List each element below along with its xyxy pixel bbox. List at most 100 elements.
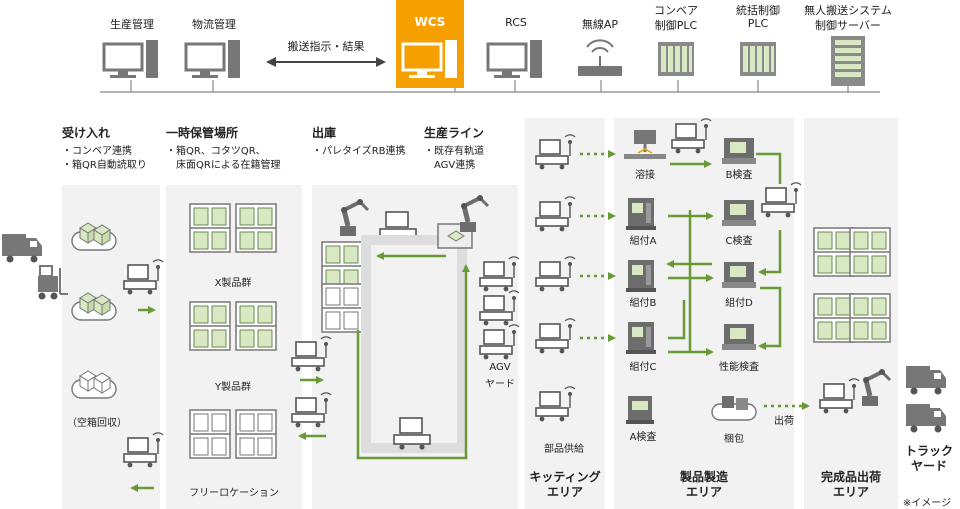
integrated-plc-label-1: 統括制御 [736, 4, 780, 17]
empty-boxes-conveyor [71, 370, 117, 399]
inbound-boxes-conveyor-1 [71, 222, 117, 251]
palletizing-shelf-2 [321, 283, 363, 333]
x-group-shelf-1 [189, 203, 231, 253]
agv-yard-1-icon [479, 256, 520, 293]
palletizing-robot-icon [340, 199, 368, 236]
a-inspection-label: A検査 [629, 432, 657, 443]
free-location-label: フリーロケーション [189, 488, 279, 499]
x-product-group-label: X製品群 [214, 278, 252, 289]
manufacturing-area-label-2: エリア [685, 485, 722, 499]
assembly-d-icon [722, 262, 756, 288]
free-location-shelf-1 [189, 409, 231, 459]
production-line-note-1: ・既存有軌道 [424, 146, 484, 157]
production-mgmt-label: 生産管理 [110, 18, 154, 31]
server-rack-icon [831, 36, 865, 86]
finished-shelf-4 [849, 293, 891, 343]
empty-box-collection-label: （空箱回収） [67, 418, 127, 429]
y-product-group-label: Y製品群 [214, 382, 252, 393]
integrated-plc-label-2: PLC [747, 17, 769, 30]
manufacturing-agv-top-icon [671, 118, 712, 155]
welding-label: 溶接 [635, 170, 655, 181]
outgoing-truck-2-icon [906, 404, 946, 433]
agv-loop-track [361, 235, 467, 453]
kitting-agv-4-icon [535, 318, 576, 355]
performance-inspection-icon [722, 324, 756, 350]
rcs-label: RCS [505, 16, 527, 29]
manufacturing-agv-right-icon [761, 182, 802, 219]
manufacturing-area-label-1: 製品製造 [679, 470, 728, 484]
return-agv-icon [123, 432, 164, 469]
assembly-a-machine-icon [626, 198, 656, 230]
wireless-ap-icon [578, 39, 622, 76]
inbound-boxes-conveyor-2 [71, 292, 117, 321]
unmanned-server-label-2: 制御サーバー [815, 19, 881, 32]
a-inspection-icon [626, 396, 654, 424]
c-inspection-label: C検査 [725, 236, 753, 247]
finished-shelf-2 [849, 227, 891, 277]
shipping-out-note-1: ・パレタイズRB連携 [312, 146, 406, 157]
assembly-b-machine-icon [626, 260, 656, 292]
rcs-pc-icon [486, 38, 544, 80]
production-line-title: 生産ライン [424, 126, 485, 140]
assembly-c-label: 組付C [629, 362, 657, 373]
temp-storage-note-1: ・箱QR、コタツQR、 [166, 146, 266, 157]
parts-supply-agv-icon [535, 386, 576, 423]
wcs-pc-icon [401, 38, 459, 80]
assembly-b-label: 組付B [629, 298, 657, 309]
kitting-agv-2-icon [535, 196, 576, 233]
kitting-zone [525, 118, 605, 509]
shipping-out-title: 出庫 [312, 126, 337, 140]
assembly-c-machine-icon [626, 322, 656, 354]
conveyor-plc-label-2: 制御PLC [654, 19, 698, 32]
shipment-label: 出荷 [774, 416, 794, 427]
y-group-shelf-2 [235, 301, 277, 351]
temp-storage-zone [166, 185, 302, 509]
finished-shelf-1 [813, 227, 855, 277]
production-mgmt-pc-icon [102, 38, 160, 80]
temp-storage-title: 一時保管場所 [166, 126, 239, 140]
manufacturing-zone [614, 118, 794, 509]
outgoing-truck-1-icon [906, 366, 946, 395]
palletizing-shelf-1 [321, 241, 363, 291]
incoming-truck-icon [2, 234, 42, 263]
finished-agv-icon [819, 378, 860, 415]
truck-yard-label-2: ヤード [910, 459, 947, 473]
finished-shipping-area-label-2: エリア [832, 485, 869, 499]
kitting-agv-3-icon [535, 256, 576, 293]
finished-shipping-area-label-1: 完成品出荷 [820, 470, 881, 484]
wcs-label: WCS [414, 15, 446, 29]
agv-yard-label-2: ヤード [485, 379, 515, 390]
c-inspection-icon [722, 200, 756, 226]
conveyor-plc-label-1: コンベア [654, 4, 698, 17]
logistics-mgmt-label: 物流管理 [192, 18, 236, 31]
receiving-note-2: ・箱QR自動読取り [62, 160, 147, 171]
image-note: ※イメージ [902, 498, 952, 509]
kitting-area-label-1: キッティング [529, 470, 601, 484]
performance-inspection-label: 性能検査 [719, 362, 759, 373]
storage-agv-2-icon [291, 392, 332, 429]
receiving-note-1: ・コンベア連携 [62, 146, 132, 157]
agv-yard-label-1: AGV [489, 362, 511, 373]
b-inspection-label: B検査 [725, 170, 753, 181]
storage-agv-1-icon [291, 336, 332, 373]
truck-yard-label-1: トラック [904, 444, 953, 458]
transport-instruction-label: 搬送指示・結果 [287, 40, 365, 53]
agv-yard-3-icon [479, 324, 520, 361]
temp-storage-note-2: 床面QRによる在籍管理 [166, 160, 281, 171]
kitting-area-label-2: エリア [546, 485, 583, 499]
y-group-shelf-1 [189, 301, 231, 351]
logistics-mgmt-pc-icon [184, 38, 242, 80]
forklift-icon [38, 265, 68, 300]
unmanned-server-label-1: 無人搬送システム [804, 4, 892, 17]
parts-supply-label: 部品供給 [544, 444, 584, 455]
production-line-robot-icon [437, 195, 488, 249]
finished-shelf-3 [813, 293, 855, 343]
welding-station-icon [624, 130, 666, 159]
wireless-ap-label: 無線AP [581, 18, 619, 31]
free-location-shelf-2 [235, 409, 277, 459]
agv-yard-2-icon [479, 290, 520, 327]
b-inspection-icon [722, 138, 756, 164]
kitting-agv-1-icon [535, 134, 576, 171]
loading-robot-icon [862, 369, 890, 406]
